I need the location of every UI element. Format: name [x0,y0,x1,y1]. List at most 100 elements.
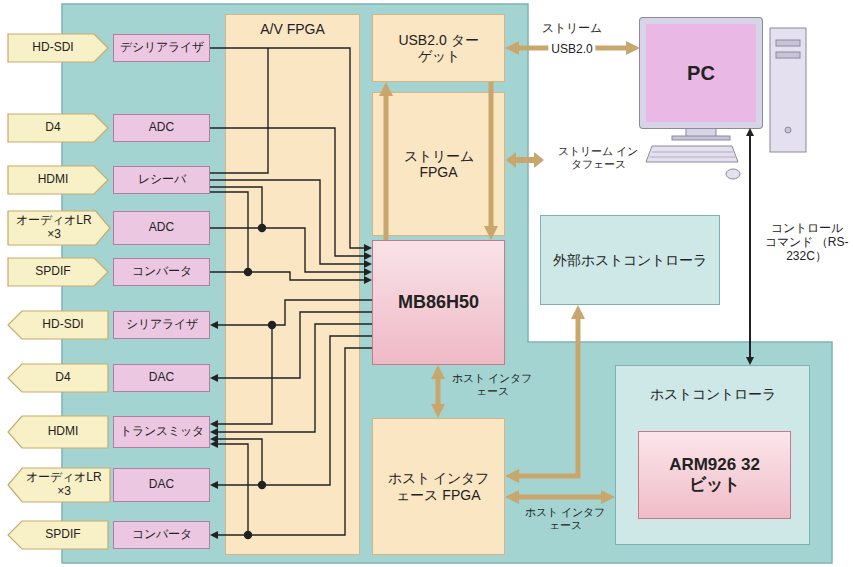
node-label: DAC [149,371,174,385]
node-label: オーディオLR ×3 [15,214,93,242]
signal-wire [210,187,262,228]
connector [210,180,364,264]
node-label: D4 [45,121,60,135]
converter-box: トランスミッタ [113,416,210,448]
converter-box: レシーバ [113,166,210,194]
converter-box: ADC [113,114,210,142]
node-label: ARM926 32ビット [667,455,763,494]
node-label: ストリーム FPGA [397,148,481,180]
arrow-outline [8,166,108,194]
cpu-block: ARM926 32ビット [638,431,791,519]
mouse [726,169,740,179]
signal-input-arrow: オーディオLR ×3 [8,211,110,245]
signal-wire [218,325,272,424]
connector-label-holder: ホスト インタフェース [447,372,537,399]
node-label: USB2.0 ターゲット [397,32,481,64]
drive-slot [776,40,800,46]
connector-label: USB2.0 [548,43,595,57]
node-label: D4 [55,371,70,385]
connector-label: ホスト インタフェース [520,506,610,531]
fpga-block: ストリーム FPGA [372,92,505,236]
connector [218,348,372,535]
node-label: ADC [149,121,174,135]
node-label: A/V FPGA [260,21,325,37]
node-label: シリアライザ [126,318,198,332]
signal-input-arrow: HDMI [8,166,108,194]
converter-box: DAC [113,364,210,392]
signal-output-arrow: HD-SDI [8,311,108,339]
signal-output-arrow: HDMI [8,416,108,448]
connector-label: コントロール コマンド （RS-232C） [760,222,853,263]
arrow-outline [8,114,108,142]
node-label: PC [687,62,715,85]
converter-box: DAC [113,468,210,502]
node-label: HDMI [38,173,69,187]
keyboard [646,146,738,162]
signal-output-arrow: D4 [8,364,108,392]
node-label: HD-SDI [32,41,73,55]
arrow-outline [8,258,108,286]
connector [210,272,364,280]
board-outline [62,4,832,563]
stream-interface-arrow [506,152,544,168]
arrow-outline [8,364,108,392]
arrow-outline [8,34,108,62]
connector [384,96,389,240]
node-label: レシーバ [138,173,186,187]
connector [218,324,372,432]
controller-box: ホストコントローラ ARM926 32ビット [615,365,810,545]
connector [519,495,601,500]
converter-box: ADC [113,211,210,245]
signal-wire [210,192,248,272]
node-label: ホストコントローラ [650,386,776,402]
annotation-label: ストリーム [539,22,605,36]
arrow-outline [8,311,108,339]
arrow-outline [8,211,110,245]
node-label: HDMI [48,425,79,439]
converter-box: コンバータ [113,258,210,286]
annotation-label: ストリーム インタフェース [550,145,646,170]
node-label: SPDIF [35,265,70,279]
connector [489,82,494,226]
node-label: デシリアライザ [120,41,204,55]
signal-input-arrow: SPDIF [8,258,108,286]
annotation-holder: ストリーム [539,18,605,36]
wire-group [210,48,544,539]
converter-box: デシリアライザ [113,34,210,62]
node-label: HD-SDI [42,318,83,332]
fpga-block: A/V FPGA [225,14,360,555]
node-label: トランスミッタ [120,425,204,439]
arrow-outline [8,468,110,502]
arrow-outline [8,416,108,448]
node-label: ADC [149,221,174,235]
connector [436,379,441,404]
pc-monitor: PC [640,18,762,128]
signal-wire [210,48,268,173]
power-button [785,127,791,133]
node-label: コンバータ [132,265,192,279]
connector [519,319,578,476]
edge-group [210,48,750,535]
signal-wire [218,439,262,485]
connector-label-holder: USB2.0 [548,39,595,57]
connector-label-holder: ホスト インタフェース [520,506,610,533]
fpga-block: USB2.0 ターゲット [372,14,505,82]
node-label: MB86H50 [398,292,479,313]
connector [218,336,372,485]
fpga-block: ホスト インタフェース FPGA [372,418,505,555]
signal-input-arrow: D4 [8,114,108,142]
signal-input-arrow: HD-SDI [8,34,108,62]
connector [210,128,364,256]
codec-chip: MB86H50 [372,240,505,365]
connector [210,48,364,248]
connector-label: ホスト インタフェース [447,372,537,397]
monitor-base [672,136,730,140]
connector-label-holder: コントロール コマンド （RS-232C） [760,222,853,264]
keyboard-row [652,152,733,153]
signal-output-arrow: SPDIF [8,521,108,549]
connector [749,136,751,357]
controller-box: 外部ホストコントローラ [540,215,720,305]
keyboard-row [650,157,735,158]
signal-wire [218,444,248,535]
